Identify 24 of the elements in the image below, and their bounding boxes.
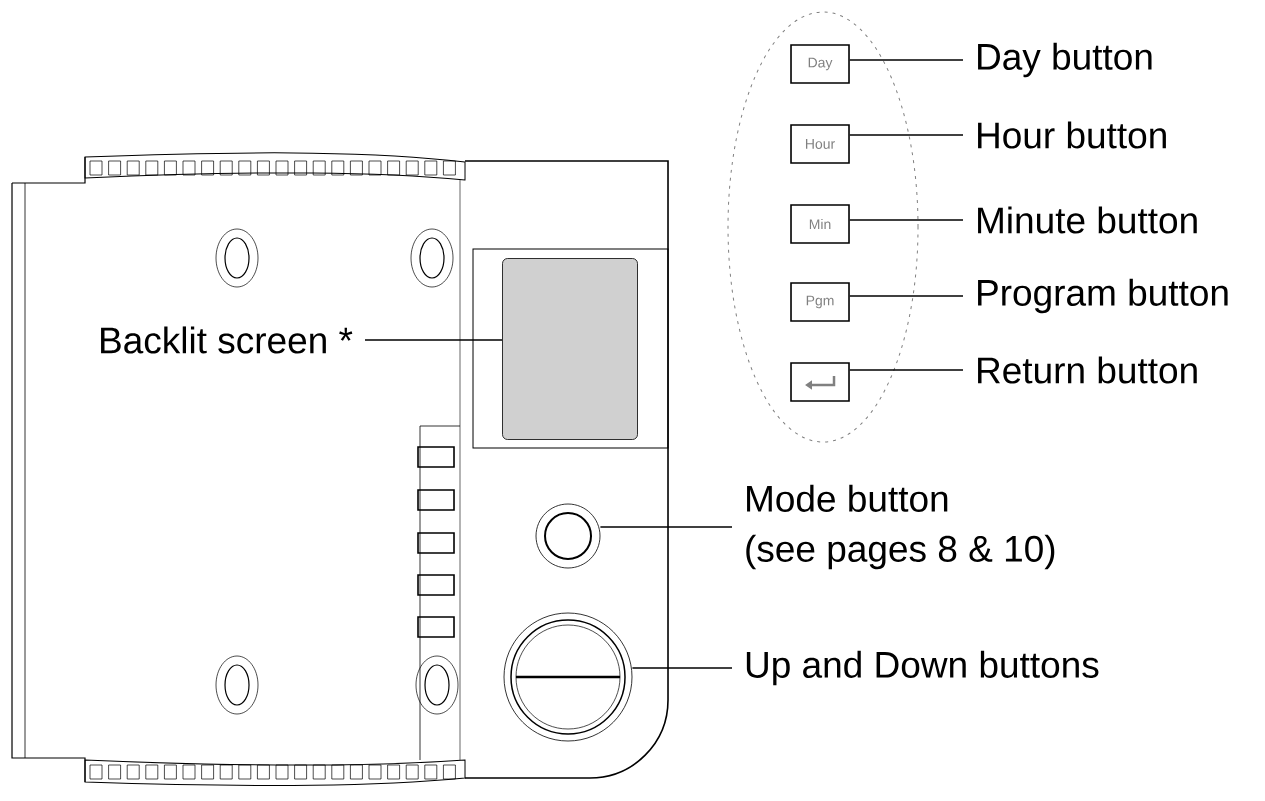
callout-label: Program button: [978, 278, 1228, 314]
key-button: Min: [790, 204, 850, 244]
leader-line: [631, 667, 733, 669]
leader-line: [849, 369, 964, 371]
return-key: [790, 362, 850, 402]
callout-label: Hour button: [978, 121, 1166, 149]
screen: [502, 258, 638, 440]
callout-label: Minute button: [978, 206, 1197, 234]
callout-label: Mode button (see pages 8 & 10): [746, 484, 1055, 570]
leader-line: [849, 134, 964, 136]
key-button: Day: [790, 44, 850, 84]
key-button: Hour: [790, 124, 850, 164]
callout-label: Up and Down buttons: [746, 650, 1099, 686]
callout-label: Return button: [978, 356, 1197, 384]
leader-line: [849, 219, 964, 221]
key-button: Pgm: [790, 282, 850, 322]
leader-line: [364, 339, 503, 341]
leader-line: [599, 526, 733, 528]
callout-label: Day button: [978, 42, 1152, 78]
callout-label: Backlit screen *: [101, 326, 353, 354]
up-down-button: [503, 612, 633, 742]
mode-button: [535, 503, 601, 569]
leader-line: [849, 59, 964, 61]
leader-line: [849, 295, 964, 297]
